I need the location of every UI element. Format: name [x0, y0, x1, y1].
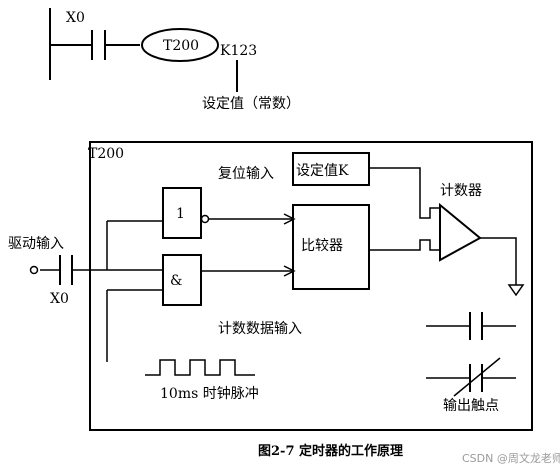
setpoint-k-box [292, 152, 370, 186]
clock-pulse-waveform [145, 359, 255, 376]
drive-contact-label: X0 [50, 291, 69, 307]
and-gate [162, 254, 202, 306]
timer-block-title: T200 [88, 146, 124, 162]
drive-input-terminal [29, 265, 39, 275]
setpoint-k-label: 设定值K [296, 163, 349, 179]
counter-output-wire [480, 237, 517, 285]
output-contact-no [426, 312, 516, 340]
counter-label: 计数器 [440, 183, 482, 199]
not-gate [162, 187, 202, 239]
contact-x0-label: X0 [66, 10, 85, 26]
reset-input-label: 复位输入 [218, 165, 274, 182]
figure-caption: 图2-7 定时器的工作原理 [258, 443, 403, 459]
setpoint-k123-label: K123 [220, 43, 257, 59]
output-contact-label: 输出触点 [443, 398, 499, 414]
watermark: CSDN @周文龙老师 [462, 451, 560, 465]
not-gate-inverter-bubble [200, 214, 210, 224]
counter-triangle [439, 202, 482, 262]
ladder-rung: X0 T200 K123 设定值（常数） [49, 8, 300, 112]
comparator-label: 比较器 [301, 238, 343, 254]
ground-symbol [507, 284, 525, 297]
and-gate-symbol: & [170, 273, 182, 289]
comparator-block [292, 204, 370, 290]
drive-input-label: 驱动输入 [8, 236, 64, 252]
not-gate-symbol: 1 [176, 206, 185, 222]
output-contact-nc [426, 357, 516, 397]
comparator-to-counter-wire [369, 239, 440, 251]
timer-coil-t200 [141, 28, 219, 62]
clock-pulse-label: 10ms 时钟脉冲 [160, 385, 259, 402]
setpoint-to-counter-wire [369, 167, 441, 219]
counter-input-label: 计数数据输入 [218, 321, 302, 337]
timer-coil-label: T200 [163, 38, 199, 54]
timer-block-frame [89, 141, 533, 431]
setpoint-caption: 设定值（常数） [202, 96, 300, 112]
